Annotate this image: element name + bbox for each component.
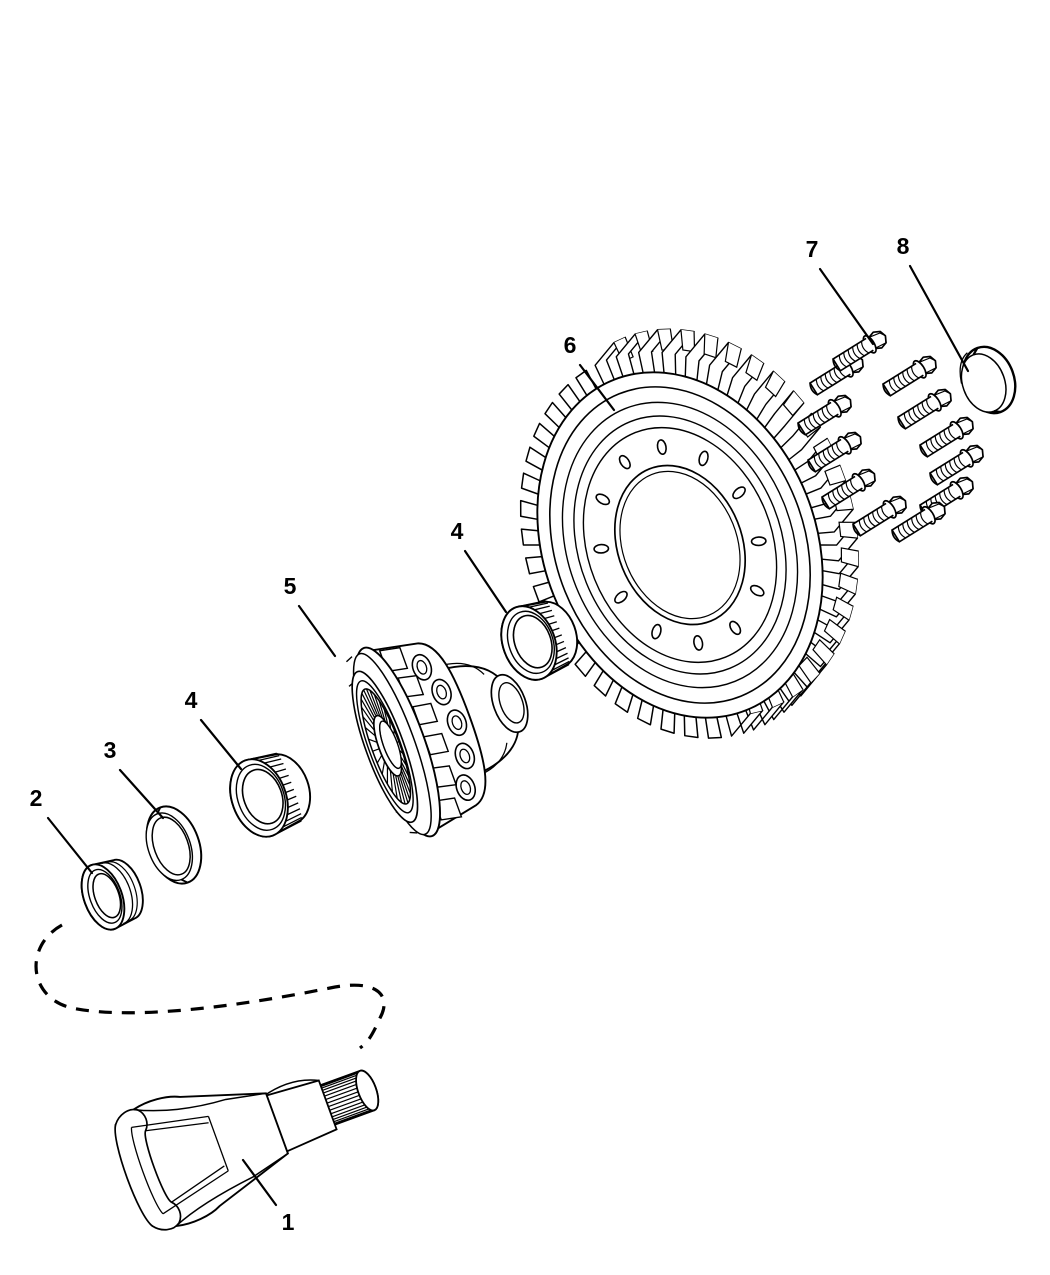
callout-leader-3	[118, 768, 165, 820]
axle-facets	[133, 1092, 289, 1227]
callout-leader-2	[46, 816, 94, 875]
case-side-gear	[351, 670, 419, 824]
callout-leader-5	[297, 604, 337, 658]
callout-number-5: 5	[284, 573, 297, 599]
callout-number-7: 7	[806, 236, 819, 262]
callout-number-1: 1	[282, 1209, 295, 1235]
callout-leader-1	[241, 1158, 278, 1207]
part-differential-case	[345, 642, 529, 838]
case-bosses	[411, 653, 477, 802]
axle-interior-lines	[130, 1115, 229, 1215]
axle-spline	[313, 1069, 380, 1127]
callout-leader-7	[818, 267, 875, 346]
part-axle-seal	[80, 858, 144, 931]
callout-number-2: 2	[30, 785, 43, 811]
phantom-assembly-path	[34, 923, 386, 1050]
callout-number-3: 3	[104, 737, 117, 763]
ring-gear-bore-chamfer	[619, 470, 741, 620]
callout-number-4b: 4	[451, 518, 464, 544]
callout-layer: 1 2 3 4 4 5 6 7 8	[30, 233, 970, 1235]
callout-leader-8	[908, 264, 970, 373]
part-axle-shaft-stub	[114, 1069, 380, 1231]
part-shim-ring	[145, 805, 203, 885]
callout-leader-4	[199, 718, 243, 771]
ring-gear-bolt-holes	[593, 439, 767, 651]
callout-number-6: 6	[564, 332, 577, 358]
part-bearing-cone-left	[229, 752, 312, 838]
part-bearing-cone-right	[500, 600, 579, 681]
part-bearing-cup-ring	[959, 345, 1017, 415]
callout-number-8: 8	[897, 233, 910, 259]
callout-leader-6	[578, 363, 616, 412]
callout-leader-4b	[463, 549, 508, 614]
callout-number-4: 4	[185, 687, 198, 713]
